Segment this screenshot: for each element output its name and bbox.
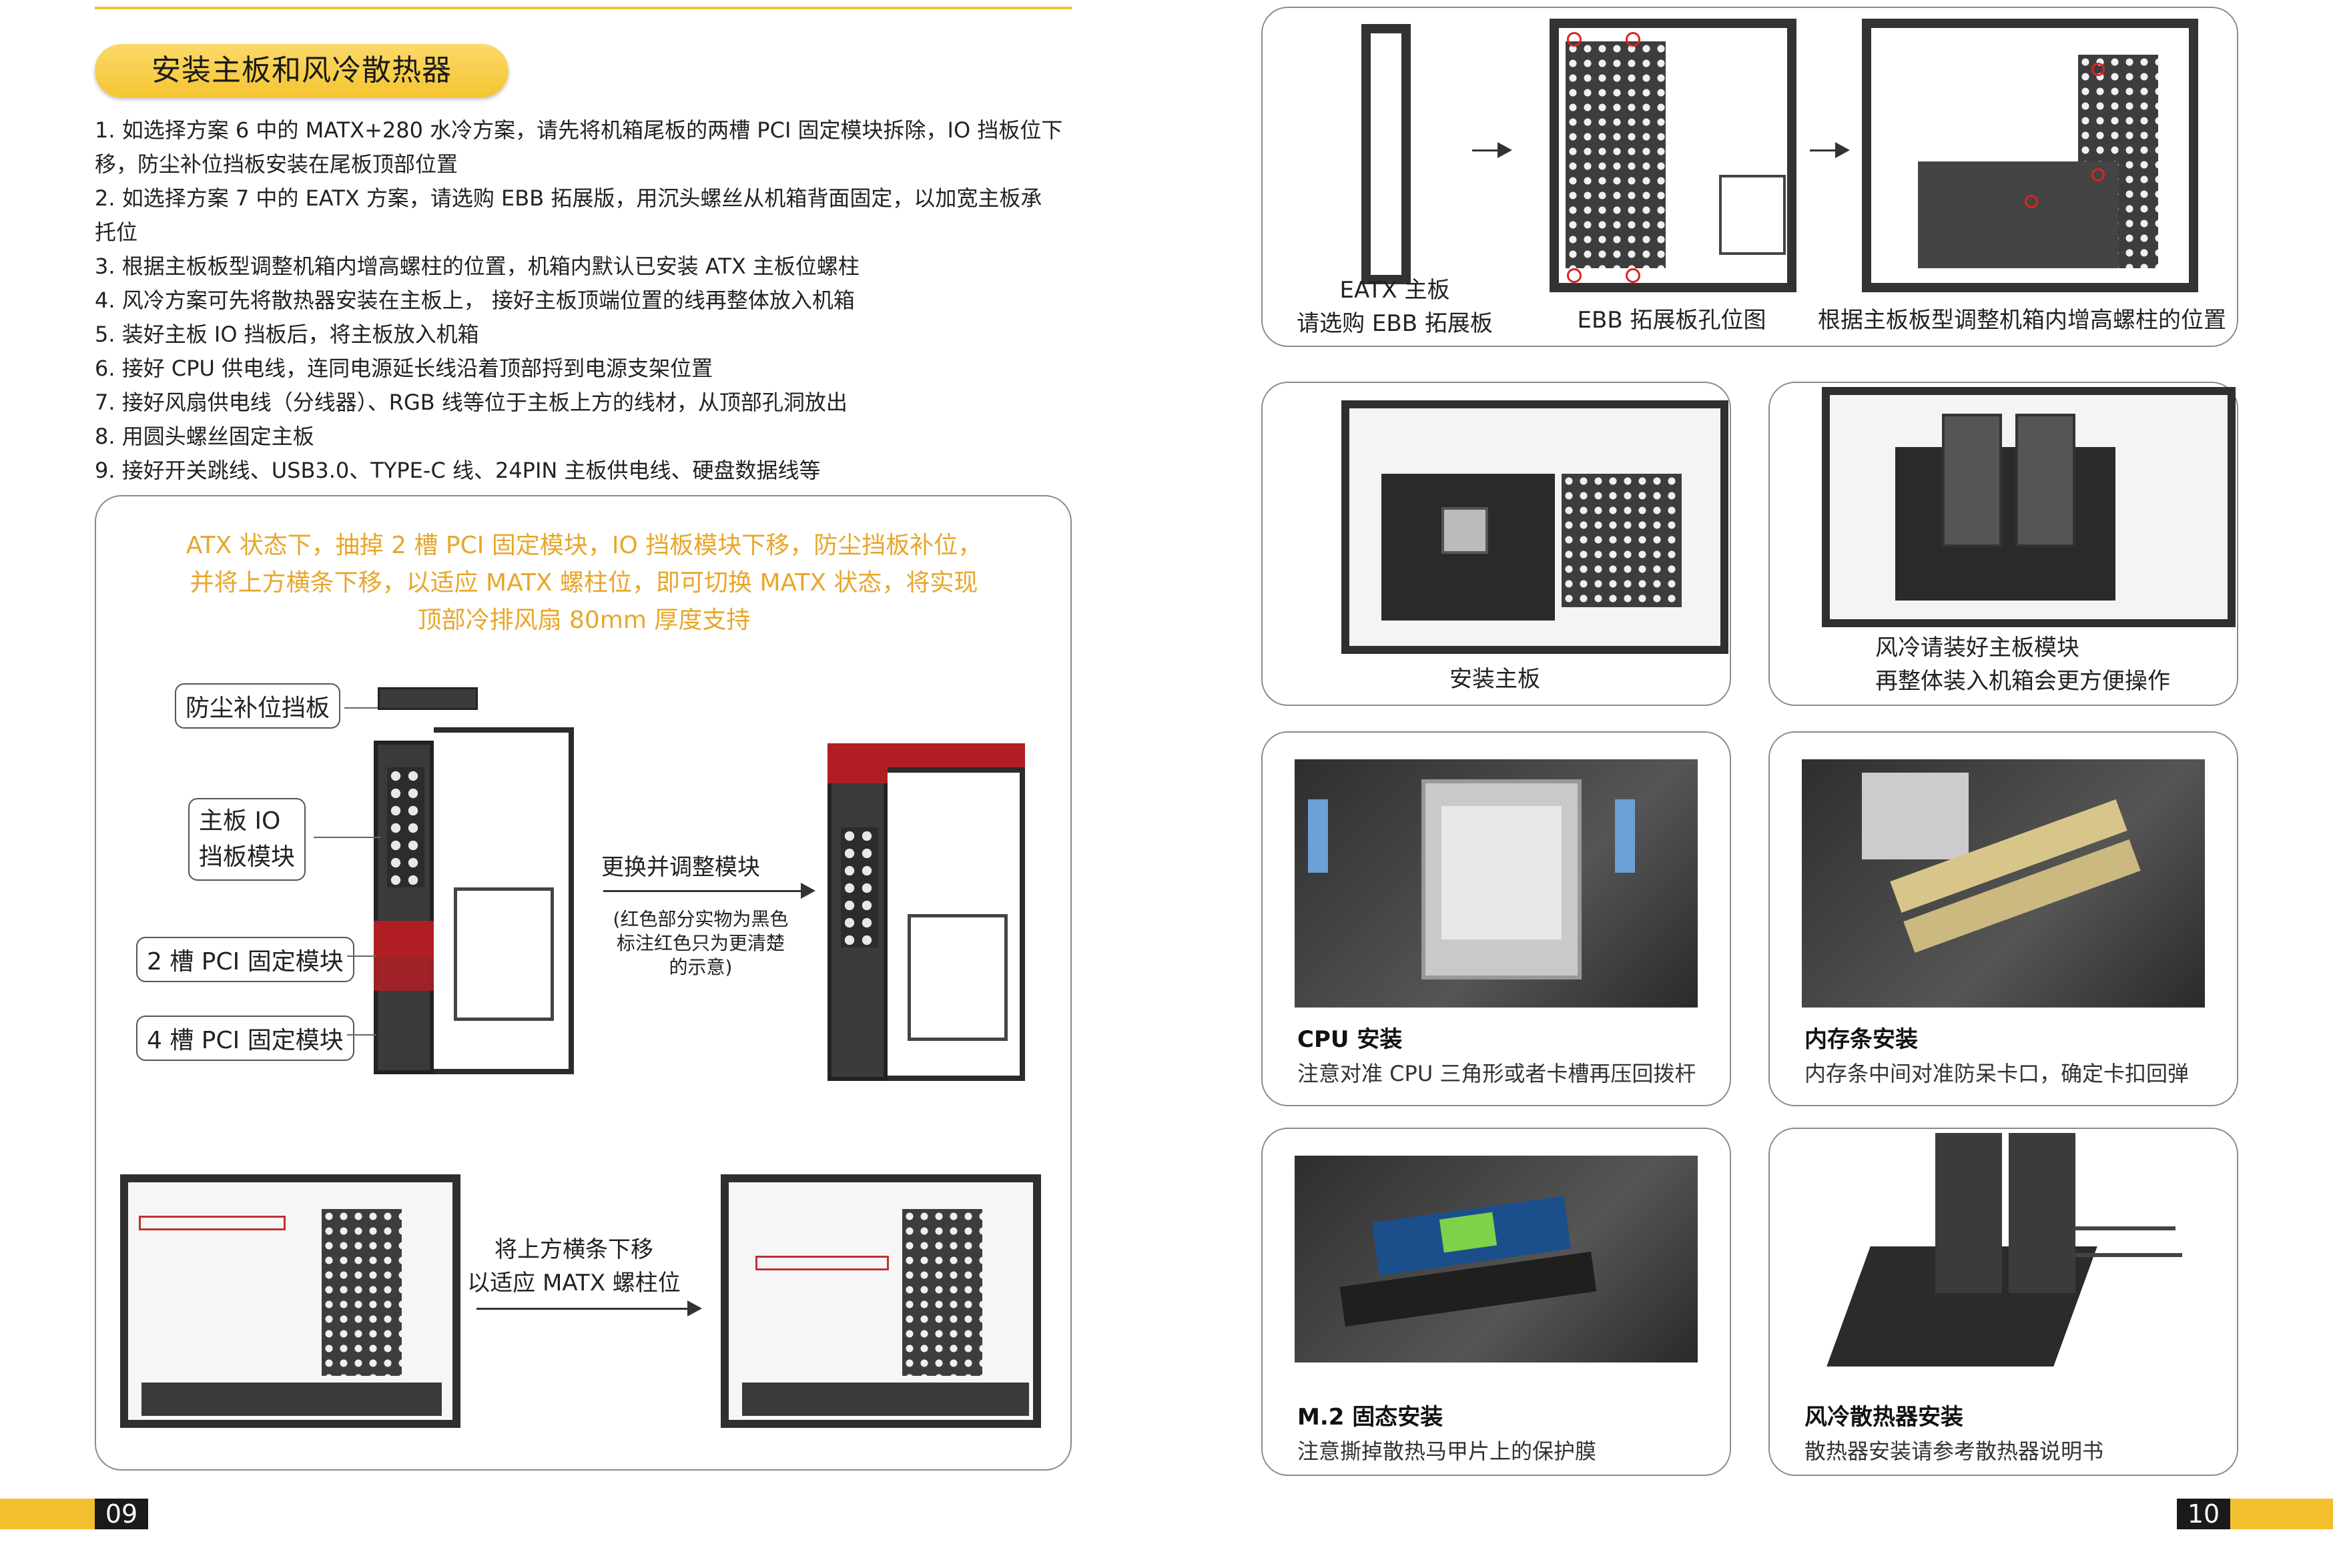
arrow-line — [1472, 149, 1499, 151]
arrow-line — [603, 890, 803, 892]
caption-line: 再整体装入机箱会更方便操作 — [1875, 668, 2170, 695]
leader-line — [347, 955, 376, 957]
swap-note-line: 的示意) — [669, 956, 733, 978]
swap-note-line: (红色部分实物为黑色 — [613, 908, 789, 930]
label-dust-plate: 防尘补位挡板 — [175, 683, 341, 729]
air-cool-photo — [1822, 387, 2236, 627]
label-io-line: 主板 IO — [199, 807, 281, 835]
caption-line: 风冷请装好主板模块 — [1875, 635, 2079, 661]
ebb-caption: EBB 拓展板孔位图 — [1577, 307, 1766, 334]
m2-photo — [1295, 1156, 1698, 1362]
step-line: 9. 接好开关跳线、USB3.0、TYPE-C 线、24PIN 主板供电线、硬盘… — [95, 458, 821, 483]
step-list: 1. 如选择方案 6 中的 MATX+280 水冷方案，请先将机箱尾板的两槽 P… — [95, 113, 1076, 488]
note-line: 顶部冷排风扇 80mm 厚度支持 — [417, 607, 751, 634]
install-board-caption: 安装主板 — [1449, 666, 1540, 693]
note-line: ATX 状态下，抽掉 2 槽 PCI 固定模块，IO 挡板模块下移，防尘挡板补位… — [186, 532, 982, 559]
arrow-line — [1810, 149, 1837, 151]
memory-title: 内存条安装 — [1804, 1026, 1918, 1053]
m2-title: M.2 固态安装 — [1297, 1404, 1443, 1431]
arrow-right-icon — [1497, 142, 1512, 158]
memory-desc: 内存条中间对准防呆卡口，确定卡扣回弹 — [1804, 1061, 2190, 1086]
swap-title: 更换并调整模块 — [601, 854, 760, 881]
step-line: 3. 根据主板板型调整机箱内增高螺柱的位置，机箱内默认已安装 ATX 主板位螺柱 — [95, 254, 860, 279]
step-line: 托位 — [95, 220, 138, 245]
page-number: 09 — [95, 1499, 148, 1529]
step-line: 5. 装好主板 IO 挡板后，将主板放入机箱 — [95, 322, 479, 347]
move-bar-text: 将上方横条下移 以适应 MATX 螺柱位 — [467, 1233, 681, 1300]
chassis-matx-illustration — [827, 734, 1028, 1081]
leader-line — [347, 1034, 376, 1036]
step-line: 4. 风冷方案可先将散热器安装在主板上， 接好主板顶端位置的线再整体放入机箱 — [95, 288, 855, 313]
swap-note: (红色部分实物为黑色 标注红色只为更清楚 的示意) — [601, 907, 801, 979]
chassis-top-view-after — [721, 1174, 1041, 1428]
label-pci2: 2 槽 PCI 固定模块 — [136, 937, 354, 982]
move-bar-line: 将上方横条下移 — [494, 1236, 653, 1263]
cpu-title: CPU 安装 — [1297, 1026, 1403, 1053]
move-bar-line: 以适应 MATX 螺柱位 — [467, 1270, 681, 1296]
dust-plate-part — [378, 687, 478, 710]
step-line: 7. 接好风扇供电线（分线器）、RGB 线等位于主板上方的线材，从顶部孔洞放出 — [95, 390, 848, 415]
chassis-top-view-before — [120, 1174, 460, 1428]
step-line: 6. 接好 CPU 供电线，连同电源延长线沿着顶部捋到电源支架位置 — [95, 356, 713, 381]
cpu-desc: 注意对准 CPU 三角形或者卡槽再压回拨杆 — [1297, 1061, 1696, 1086]
step-line: 1. 如选择方案 6 中的 MATX+280 水冷方案，请先将机箱尾板的两槽 P… — [95, 117, 1063, 143]
page-number: 10 — [2177, 1499, 2230, 1529]
cooler-title: 风冷散热器安装 — [1804, 1404, 1963, 1431]
standoff-chassis-illustration — [1862, 19, 2198, 292]
top-rule — [95, 7, 1072, 9]
air-cool-caption: 风冷请装好主板模块 再整体装入机箱会更方便操作 — [1875, 631, 2222, 698]
leader-line — [344, 707, 378, 709]
footer-band — [2230, 1499, 2333, 1529]
label-io-line: 挡板模块 — [199, 843, 296, 871]
arrow-right-icon — [1835, 142, 1850, 158]
ebb-panel-illustration — [1550, 19, 1796, 292]
memory-photo — [1802, 759, 2205, 1008]
cooler-photo — [1822, 1133, 2182, 1373]
conversion-note: ATX 状态下，抽掉 2 槽 PCI 固定模块，IO 挡板模块下移，防尘挡板补位… — [120, 527, 1048, 639]
step-line: 8. 用圆头螺丝固定主板 — [95, 424, 314, 449]
caption-line: EATX 主板 — [1339, 277, 1450, 304]
chassis-atx-illustration — [374, 727, 574, 1074]
label-pci4: 4 槽 PCI 固定模块 — [136, 1016, 354, 1061]
eatx-bracket-illustration — [1361, 24, 1411, 284]
step-line: 移，防尘补位挡板安装在尾板顶部位置 — [95, 151, 458, 177]
note-line: 并将上方横条下移，以适应 MATX 螺柱位，即可切换 MATX 状态，将实现 — [190, 569, 978, 597]
leader-line — [314, 837, 380, 838]
install-board-photo — [1341, 400, 1728, 654]
standoff-caption: 根据主板板型调整机箱内增高螺柱的位置 — [1818, 307, 2226, 334]
cooler-desc: 散热器安装请参考散热器说明书 — [1804, 1439, 2104, 1464]
eatx-caption: EATX 主板 请选购 EBB 拓展板 — [1288, 274, 1502, 340]
cpu-photo — [1295, 759, 1698, 1008]
section-title: 安装主板和风冷散热器 — [95, 44, 509, 97]
swap-note-line: 标注红色只为更清楚 — [616, 932, 785, 954]
arrow-right-icon — [687, 1300, 702, 1316]
footer-band — [0, 1499, 95, 1529]
arrow-line — [476, 1308, 690, 1310]
step-line: 2. 如选择方案 7 中的 EATX 方案，请选购 EBB 拓展版，用沉头螺丝从… — [95, 185, 1042, 211]
caption-line: 请选购 EBB 拓展板 — [1297, 310, 1493, 337]
arrow-right-icon — [801, 883, 815, 899]
m2-desc: 注意撕掉散热马甲片上的保护膜 — [1297, 1439, 1597, 1464]
label-io-module: 主板 IO 挡板模块 — [188, 798, 306, 881]
